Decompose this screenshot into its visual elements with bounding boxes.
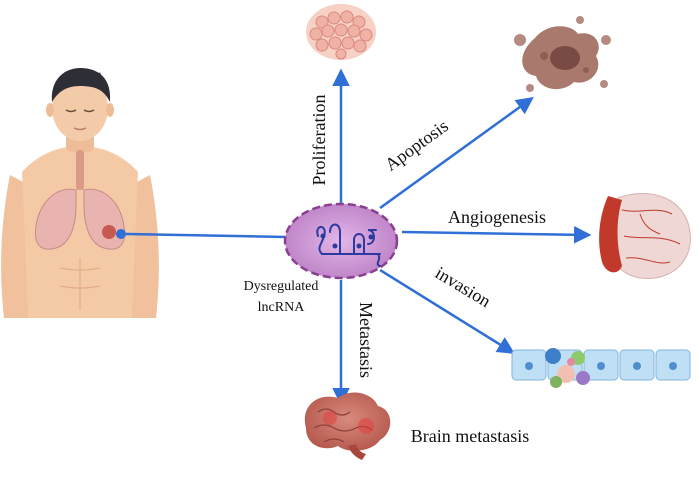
proliferation-cells-illustration — [306, 4, 376, 60]
label-angiogenesis: Angiogenesis — [448, 207, 546, 227]
invasion-cells-illustration — [511, 348, 691, 388]
apoptosis-cell-illustration — [514, 16, 611, 92]
label-lncrna-line2: lncRNA — [258, 300, 306, 315]
label-proliferation: Proliferation — [309, 95, 329, 186]
label-apoptosis: Apoptosis — [381, 116, 452, 175]
arrow-human-to-lncrna — [125, 232, 287, 239]
label-brain-metastasis: Brain metastasis — [411, 426, 529, 446]
label-metastasis: Metastasis — [356, 302, 376, 378]
lncrna-cell — [283, 202, 399, 280]
brain-illustration — [304, 392, 391, 460]
human-torso-illustration — [1, 68, 159, 318]
label-invasion: invasion — [432, 263, 495, 312]
pathway-arrows — [125, 68, 592, 406]
angiogenesis-tumor-illustration — [599, 192, 691, 279]
arrow-apoptosis — [379, 96, 534, 210]
arrow-angiogenesis — [401, 226, 592, 244]
label-lncrna-line1: Dysregulated — [244, 279, 319, 294]
arrow-invasion — [379, 268, 515, 354]
